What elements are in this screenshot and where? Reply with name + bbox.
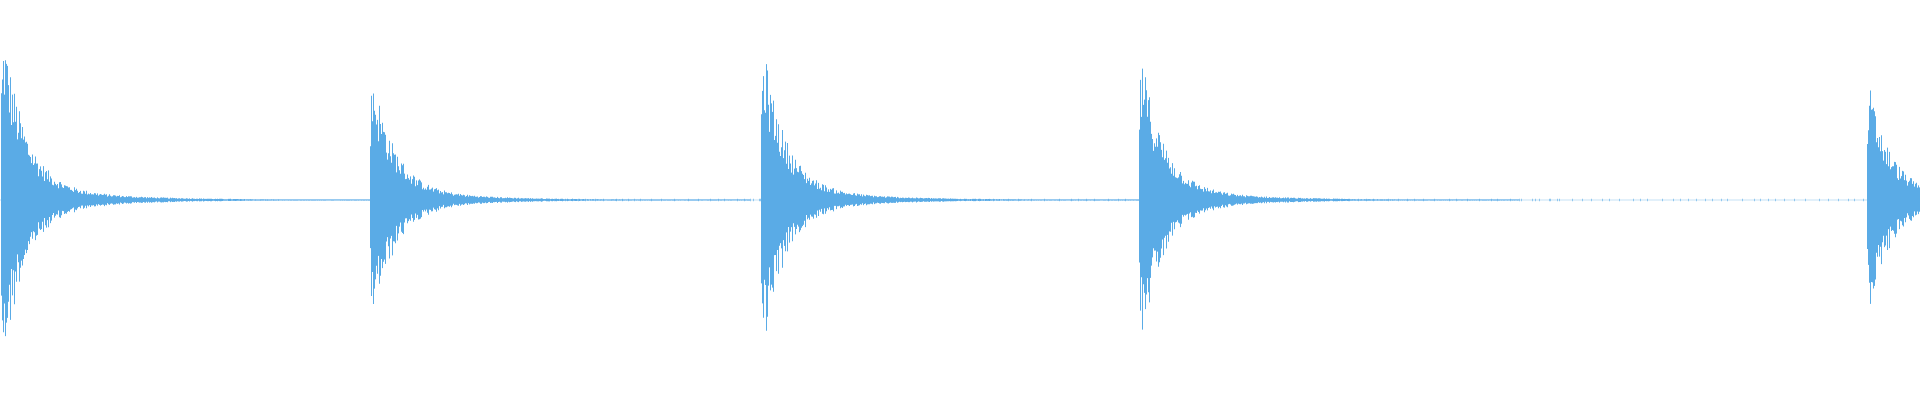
waveform-hit <box>1139 68 1920 330</box>
waveform-transient <box>1 60 381 337</box>
waveform-transient <box>1139 68 1519 330</box>
waveform-transient <box>1867 90 1920 304</box>
waveform-hit <box>1867 90 1920 304</box>
waveform-transient <box>370 93 750 304</box>
waveform-hits <box>1 60 1920 337</box>
waveform-transient <box>761 64 1141 331</box>
